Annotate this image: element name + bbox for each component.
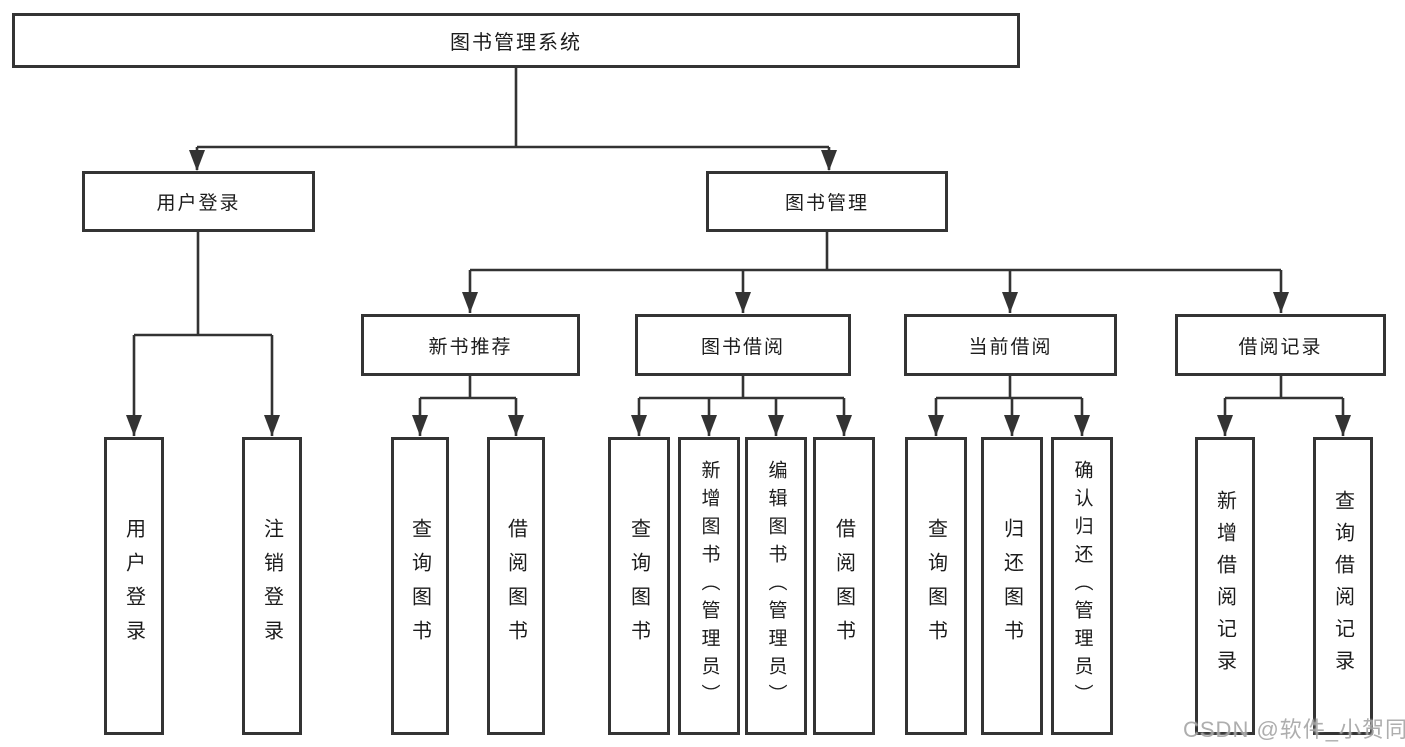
csdn-watermark: CSDN @软件_小贺同学 bbox=[1183, 717, 1405, 742]
leaf-query-borrow-record: 查询借阅记录 bbox=[1313, 437, 1373, 735]
node-label: 新书推荐 bbox=[428, 336, 513, 358]
node-library-management-system: 图书管理系统 bbox=[12, 13, 1020, 68]
node-label: 用户登录 bbox=[156, 193, 241, 214]
leaf-recommend-query-book: 查询图书 bbox=[391, 437, 449, 735]
node-current-borrowing: 当前借阅 bbox=[904, 314, 1117, 376]
leaf-label: 确认归还（管理员） bbox=[1071, 460, 1093, 712]
node-book-borrowing: 图书借阅 bbox=[635, 314, 851, 376]
leaf-borrowing-borrow-book: 借阅图书 bbox=[813, 437, 875, 735]
leaf-return-book: 归还图书 bbox=[981, 437, 1043, 735]
leaf-label: 查询图书 bbox=[408, 518, 431, 654]
node-user-login: 用户登录 bbox=[82, 171, 315, 232]
node-book-management: 图书管理 bbox=[706, 171, 948, 232]
leaf-add-book-admin: 新增图书（管理员） bbox=[678, 437, 740, 735]
node-label: 图书借阅 bbox=[700, 336, 785, 358]
leaf-label: 新增借阅记录 bbox=[1213, 490, 1236, 682]
leaf-label: 借阅图书 bbox=[832, 518, 855, 654]
leaf-current-query-book: 查询图书 bbox=[905, 437, 967, 735]
leaf-label: 借阅图书 bbox=[504, 518, 527, 654]
node-label: 图书管理系统 bbox=[450, 32, 582, 54]
leaf-add-borrow-record: 新增借阅记录 bbox=[1195, 437, 1255, 735]
leaf-label: 用户登录 bbox=[122, 518, 145, 654]
leaf-label: 注销登录 bbox=[260, 518, 283, 654]
leaf-label: 编辑图书（管理员） bbox=[765, 460, 787, 712]
leaf-confirm-return-admin: 确认归还（管理员） bbox=[1051, 437, 1113, 735]
leaf-label: 归还图书 bbox=[1000, 518, 1023, 654]
node-new-book-recommend: 新书推荐 bbox=[361, 314, 580, 376]
leaf-edit-book-admin: 编辑图书（管理员） bbox=[745, 437, 807, 735]
leaf-recommend-borrow-book: 借阅图书 bbox=[487, 437, 545, 735]
leaf-label: 查询借阅记录 bbox=[1331, 490, 1354, 682]
node-label: 图书管理 bbox=[784, 193, 869, 214]
leaf-label: 新增图书（管理员） bbox=[698, 460, 720, 712]
leaf-label: 查询图书 bbox=[924, 518, 947, 654]
leaf-logout: 注销登录 bbox=[242, 437, 302, 735]
node-label: 借阅记录 bbox=[1238, 336, 1323, 358]
node-borrowing-records: 借阅记录 bbox=[1175, 314, 1386, 376]
leaf-borrowing-query-book: 查询图书 bbox=[608, 437, 670, 735]
node-label: 当前借阅 bbox=[968, 336, 1053, 358]
leaf-user-login: 用户登录 bbox=[104, 437, 164, 735]
leaf-label: 查询图书 bbox=[627, 518, 650, 654]
